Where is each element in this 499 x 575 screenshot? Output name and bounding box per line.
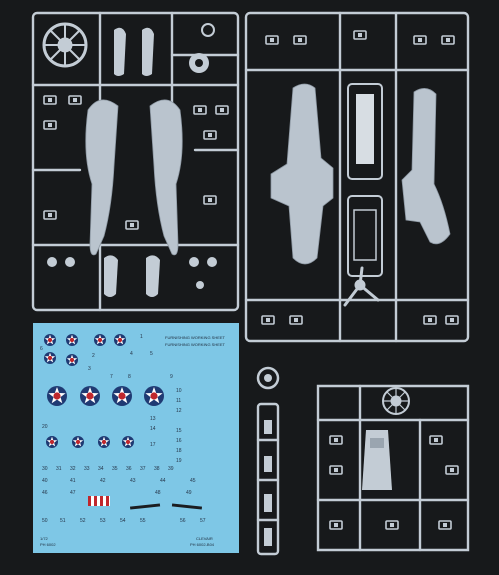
svg-text:36: 36	[126, 466, 132, 472]
walkway-decals	[129, 503, 203, 510]
svg-text:3: 3	[88, 366, 91, 372]
decal-title-1: FURNISHING WORKING SHEET	[165, 335, 226, 340]
decal-code-left: PH 6002	[40, 542, 56, 547]
propeller-part	[343, 266, 380, 307]
svg-text:50: 50	[42, 518, 48, 524]
lower-wing	[270, 83, 334, 265]
cockpit-frames	[347, 83, 383, 277]
svg-text:19: 19	[176, 458, 182, 464]
engine-part	[42, 22, 88, 68]
svg-text:53: 53	[100, 518, 106, 524]
fuselage-halves	[85, 99, 183, 256]
svg-text:56: 56	[180, 518, 186, 524]
svg-text:52: 52	[80, 518, 86, 524]
sprue-b	[244, 11, 470, 343]
svg-text:54: 54	[120, 518, 126, 524]
decal-sheet: FURNISHING WORKING SHEET FURNISHING WORK…	[33, 323, 239, 553]
loose-wheel	[256, 366, 280, 390]
svg-text:43: 43	[130, 478, 136, 484]
wheel-part	[189, 23, 215, 73]
svg-text:14: 14	[150, 426, 156, 432]
stripe-decal	[88, 496, 110, 506]
svg-text:51: 51	[60, 518, 66, 524]
svg-text:35: 35	[112, 466, 118, 472]
gear-parts	[47, 255, 217, 297]
svg-text:46: 46	[42, 490, 48, 496]
decal-code-right: PH 6002-B04	[190, 542, 215, 547]
svg-text:41: 41	[70, 478, 76, 484]
svg-text:45: 45	[190, 478, 196, 484]
decal-title-2: FURNISHING WORKING SHEET	[165, 342, 226, 347]
svg-text:2: 2	[92, 353, 95, 359]
svg-text:7: 7	[110, 374, 113, 380]
small-parts-d	[329, 435, 459, 530]
svg-text:44: 44	[160, 478, 166, 484]
decal-scale: 1/72	[40, 536, 49, 541]
svg-text:42: 42	[100, 478, 106, 484]
svg-text:17: 17	[150, 442, 156, 448]
svg-text:47: 47	[70, 490, 76, 496]
decal-brand: CLEVAIR	[196, 536, 213, 541]
svg-text:32: 32	[70, 466, 76, 472]
upper-wing	[401, 88, 451, 245]
small-parts-c	[264, 420, 272, 546]
svg-text:16: 16	[176, 438, 182, 444]
svg-text:15: 15	[176, 428, 182, 434]
svg-text:38: 38	[154, 466, 160, 472]
svg-text:20: 20	[42, 424, 48, 430]
decal-numbers: 1 2 3 4 5 6 7 8 9 10 11 12 13 14 15 16 1…	[40, 334, 206, 524]
engine-face-part	[382, 387, 410, 415]
svg-text:4: 4	[130, 351, 133, 357]
svg-text:12: 12	[176, 408, 182, 414]
svg-text:39: 39	[168, 466, 174, 472]
svg-text:49: 49	[186, 490, 192, 496]
svg-text:33: 33	[84, 466, 90, 472]
svg-text:37: 37	[140, 466, 146, 472]
sprue-c	[256, 402, 280, 556]
svg-text:18: 18	[176, 448, 182, 454]
svg-text:40: 40	[42, 478, 48, 484]
svg-text:5: 5	[150, 351, 153, 357]
svg-text:8: 8	[128, 374, 131, 380]
small-parts-a	[43, 95, 229, 230]
svg-text:9: 9	[170, 374, 173, 380]
svg-text:57: 57	[200, 518, 206, 524]
svg-text:1: 1	[140, 334, 143, 340]
svg-text:13: 13	[150, 416, 156, 422]
svg-text:11: 11	[176, 398, 181, 404]
svg-text:6: 6	[40, 346, 43, 352]
cockpit-tub-part	[362, 430, 392, 490]
svg-text:55: 55	[140, 518, 146, 524]
svg-text:30: 30	[42, 466, 48, 472]
svg-text:10: 10	[176, 388, 182, 394]
svg-text:34: 34	[98, 466, 104, 472]
sprue-d	[316, 384, 470, 552]
canopy-parts	[114, 27, 154, 76]
svg-text:48: 48	[155, 490, 161, 496]
svg-text:31: 31	[56, 466, 62, 472]
